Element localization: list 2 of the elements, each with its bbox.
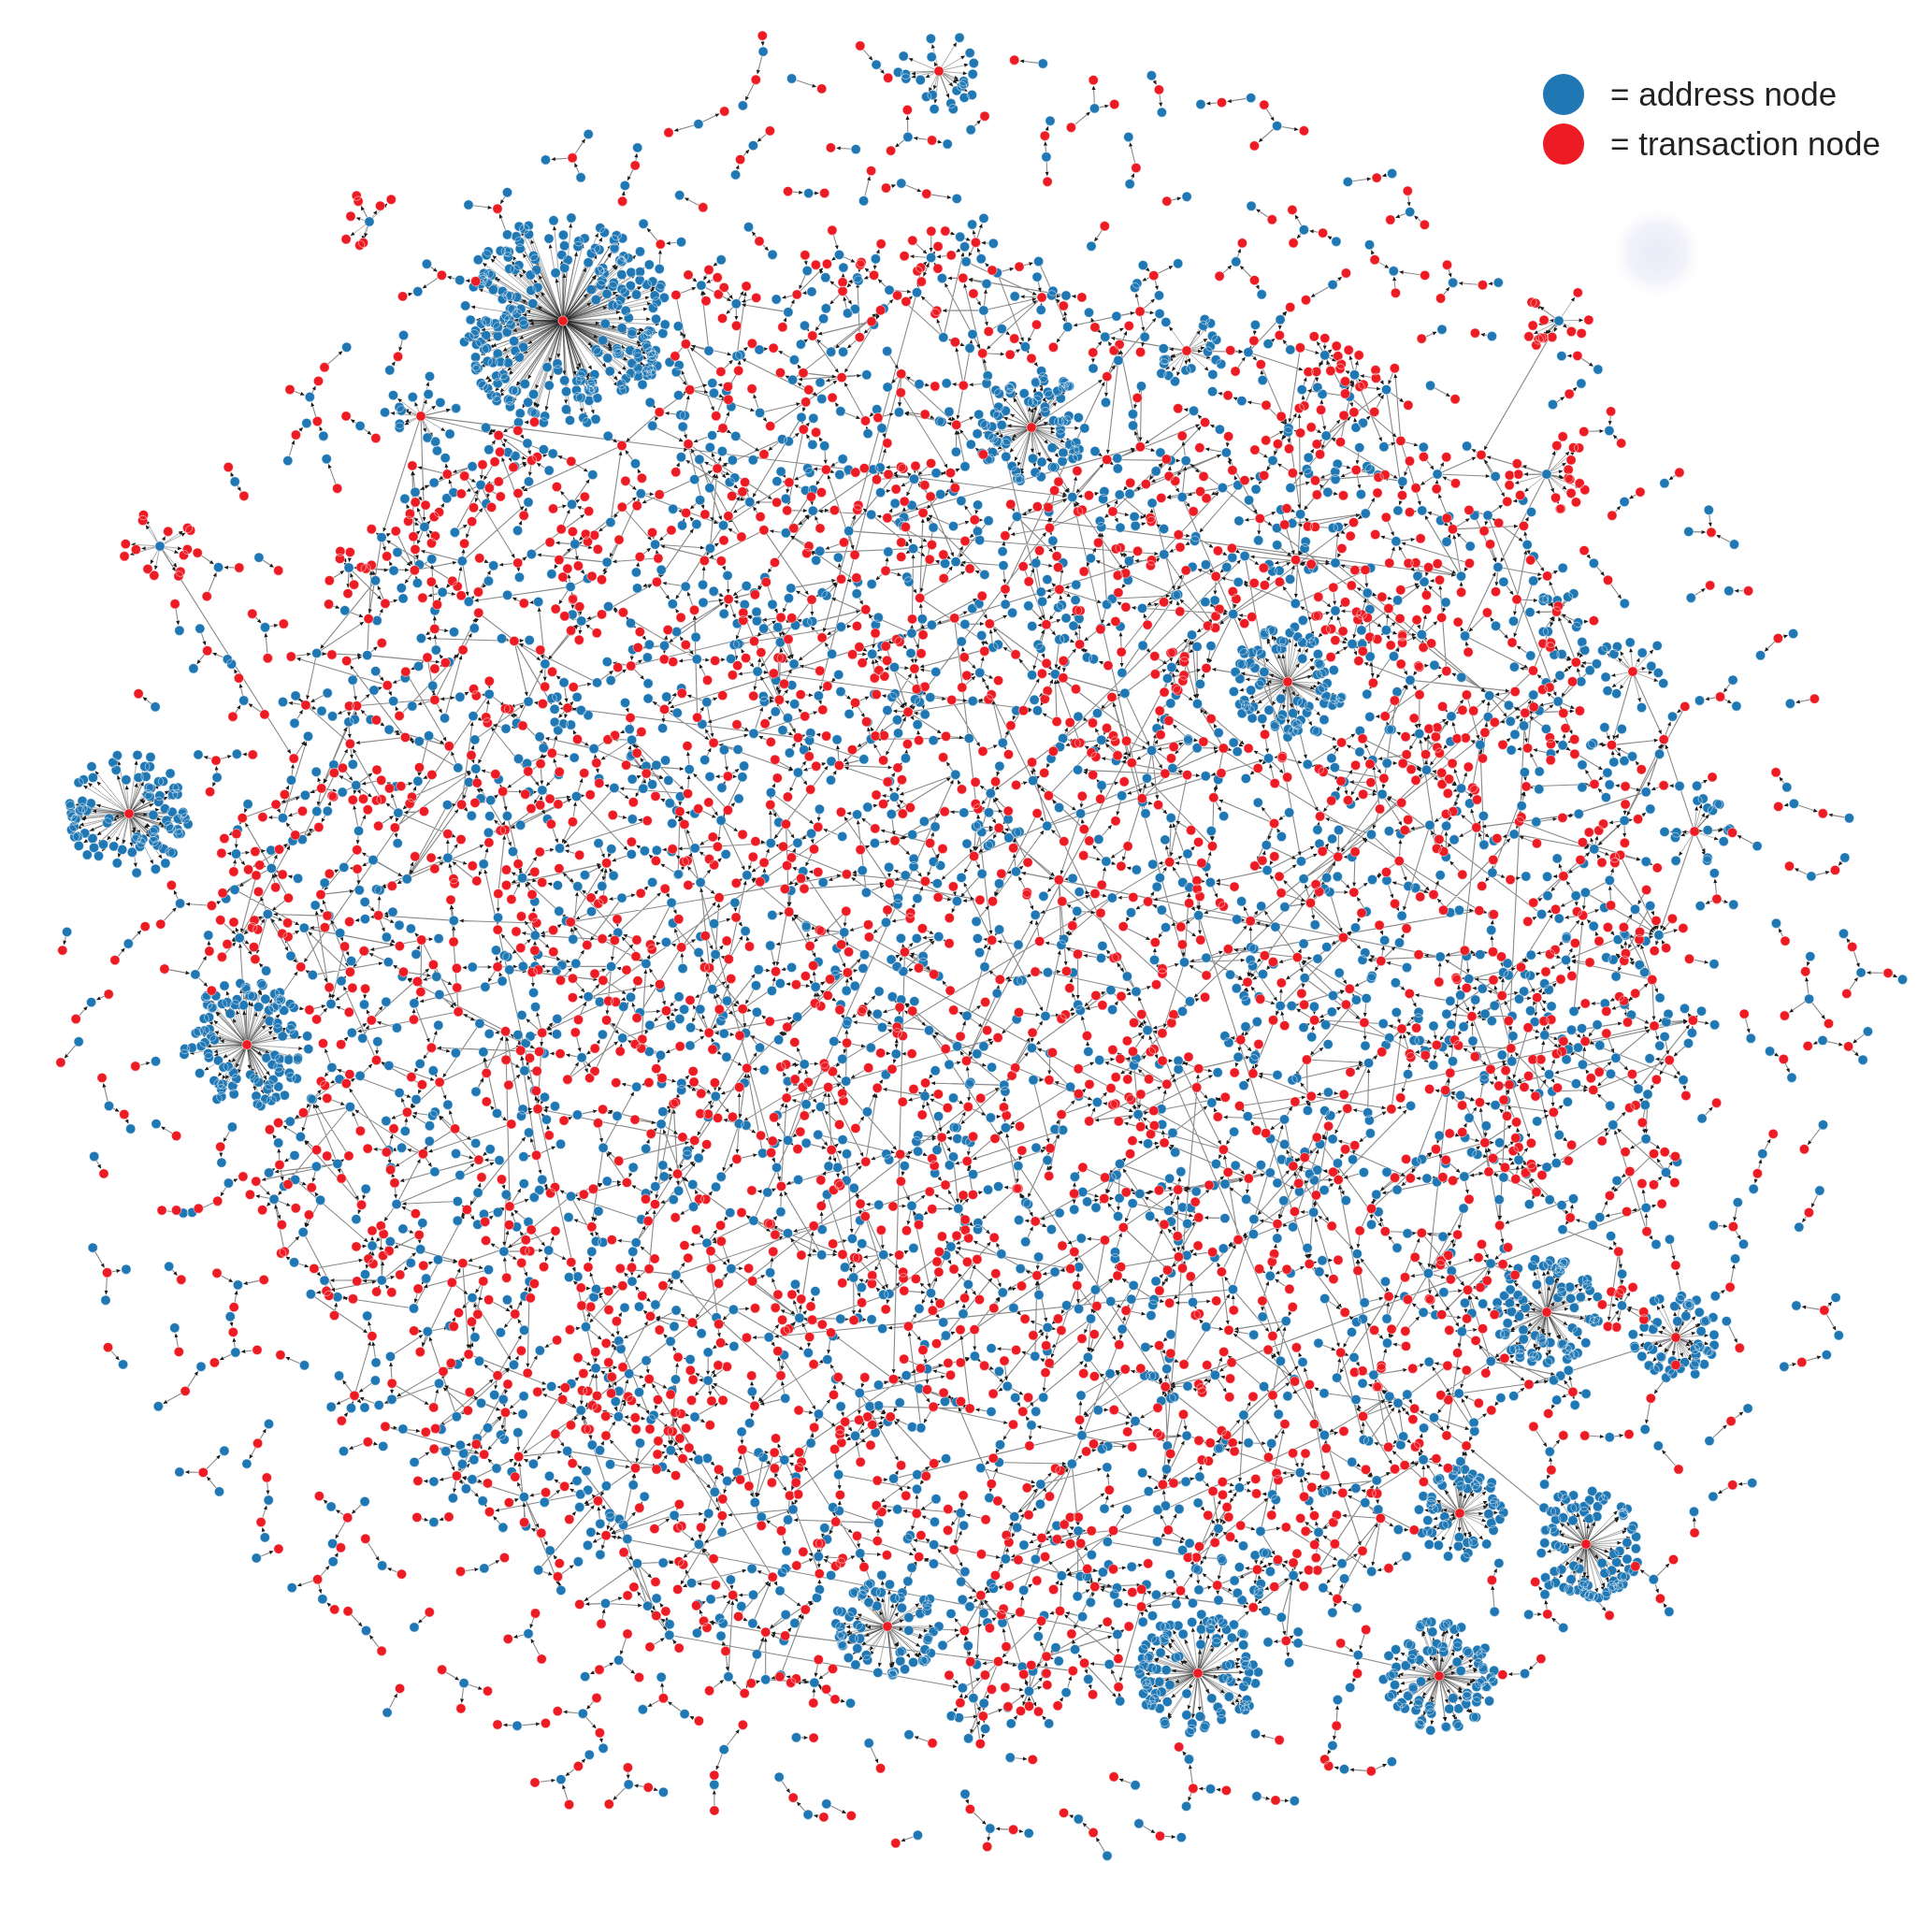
legend-label: = transaction node: [1610, 123, 1881, 164]
legend-label: = address node: [1610, 74, 1838, 114]
